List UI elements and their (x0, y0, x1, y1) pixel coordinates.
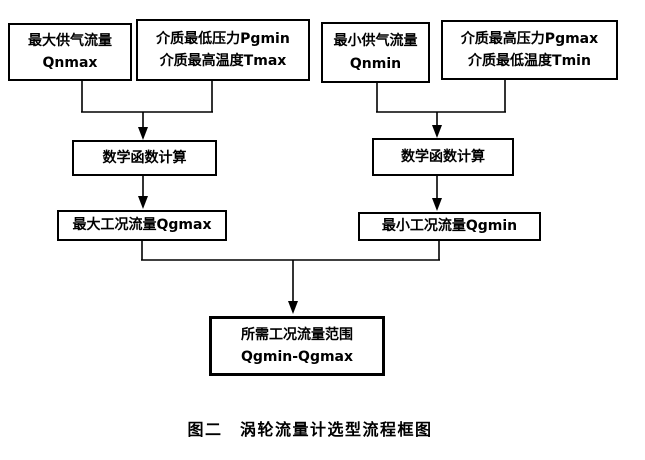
box-text-line: 所需工况流量范围 (241, 326, 353, 343)
flow-box-qnmax: 最大供气流量 Qnmax (8, 23, 132, 81)
connector-right-calc-to-qgmin (432, 176, 442, 211)
box-text-line: Qnmax (42, 55, 98, 71)
box-text-line: 数学函数计算 (401, 148, 485, 165)
connector-bottom-merge (141, 241, 440, 314)
box-text-line: 最大供气流量 (28, 32, 112, 49)
connector-right-merge-top (376, 80, 506, 138)
flow-box-calc-right: 数学函数计算 (372, 138, 514, 176)
box-text-line: Qgmin-Qgmax (240, 349, 354, 365)
flow-box-calc-left: 数学函数计算 (72, 140, 217, 176)
flow-box-result: 所需工况流量范围 Qgmin-Qgmax (209, 316, 385, 376)
connector-left-calc-to-qgmax (138, 176, 148, 209)
flow-box-pgmax-tmin: 介质最高压力Pgmax 介质最低温度Tmin (441, 20, 618, 80)
box-text-line: Qnmin (349, 55, 402, 72)
connector-left-merge-top (81, 80, 213, 140)
box-text-line: 介质最高温度Tmax (159, 53, 287, 69)
box-text-line: 数学函数计算 (102, 149, 187, 166)
box-text-line: 介质最低温度Tmin (468, 53, 591, 69)
figure-caption: 图二 涡轮流量计选型流程框图 (187, 420, 433, 439)
box-text-line: 介质最高压力Pgmax (460, 30, 599, 47)
flow-box-qgmin: 最小工况流量Qgmin (358, 212, 541, 241)
box-text-line: 最大工况流量Qgmax (72, 217, 212, 234)
flow-box-pgmin-tmax: 介质最低压力Pgmin 介质最高温度Tmax (136, 19, 310, 81)
box-text-line: 最小工况流量Qgmin (381, 218, 518, 235)
box-text-line: 最小供气流量 (333, 33, 418, 50)
flow-box-qgmax: 最大工况流量Qgmax (57, 210, 227, 241)
box-text-line: 介质最低压力Pgmin (156, 30, 290, 47)
flow-box-qnmin: 最小供气流量 Qnmin (321, 22, 430, 83)
